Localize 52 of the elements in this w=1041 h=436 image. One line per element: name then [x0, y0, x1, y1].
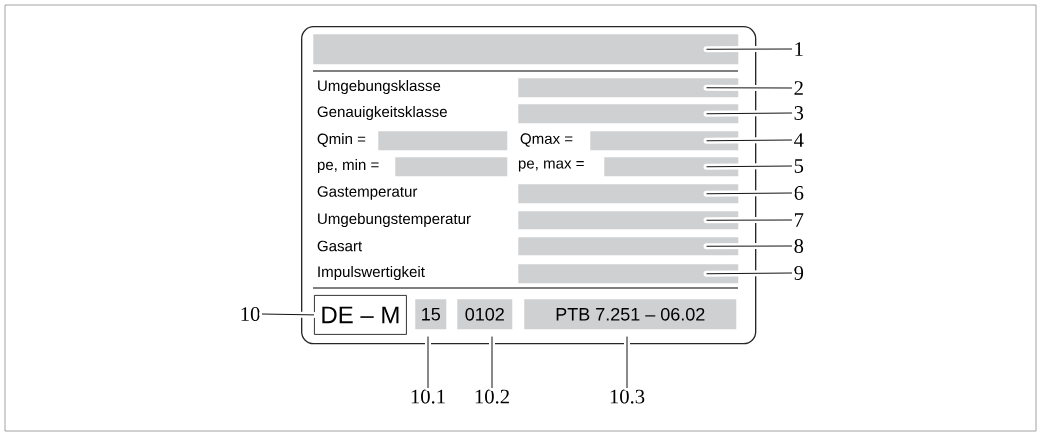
leader-line	[703, 190, 795, 197]
field-label: Gastemperatur	[317, 186, 418, 200]
leader-line	[703, 217, 795, 224]
number-field: 15	[415, 299, 447, 330]
callout-number: 2	[794, 81, 803, 95]
leader-line	[703, 46, 795, 53]
nameplate	[301, 26, 757, 345]
callout-number: 10	[241, 307, 260, 321]
blank-field	[378, 131, 508, 151]
callout-number: 4	[794, 133, 804, 147]
callout-number: 7	[794, 213, 804, 227]
leader-line	[703, 163, 795, 170]
blank-field	[518, 104, 739, 124]
callout-number: 9	[794, 266, 804, 280]
field-label: Gasart	[317, 240, 363, 252]
blank-field	[590, 131, 739, 151]
field-label: pe, max =	[518, 160, 584, 172]
blank-field	[518, 184, 739, 204]
leader-line	[703, 84, 795, 91]
mark-box: DE – M	[314, 295, 407, 335]
field-label: Genauigkeitsklasse	[317, 106, 447, 120]
blank-field	[518, 211, 739, 230]
field-label: Qmin =	[317, 133, 366, 147]
callout-number: 5	[794, 159, 804, 173]
callout-number: 1	[795, 42, 803, 56]
leader-line	[259, 311, 317, 318]
callout-number: 10.1	[411, 389, 445, 404]
leader-line	[703, 110, 795, 117]
blank-field	[518, 237, 739, 256]
blank-field	[313, 34, 739, 65]
callout-number: 10.2	[475, 389, 509, 404]
callout-number: 6	[794, 186, 804, 200]
leader-line	[624, 333, 630, 391]
leader-line	[425, 333, 431, 391]
field-label: Qmax =	[520, 133, 573, 147]
field-label: Umgebungsklasse	[318, 80, 441, 94]
leader-line	[703, 243, 795, 250]
blank-field	[395, 157, 508, 177]
number-field: PTB 7.251 – 06.02	[524, 299, 737, 330]
field-label: Umgebungstemperatur	[318, 213, 471, 227]
number-field: 0102	[457, 299, 513, 330]
callout-number: 3	[794, 106, 804, 120]
field-label: pe, min =	[317, 159, 379, 173]
leader-line	[703, 270, 795, 277]
callout-number: 10.3	[610, 389, 645, 404]
blank-field	[518, 264, 739, 284]
leader-line	[489, 333, 495, 391]
leader-line	[703, 137, 795, 144]
field-label: Impulswertigkeit	[318, 266, 425, 280]
callout-number: 8	[794, 239, 804, 253]
blank-field	[604, 157, 739, 177]
blank-field	[518, 78, 739, 98]
